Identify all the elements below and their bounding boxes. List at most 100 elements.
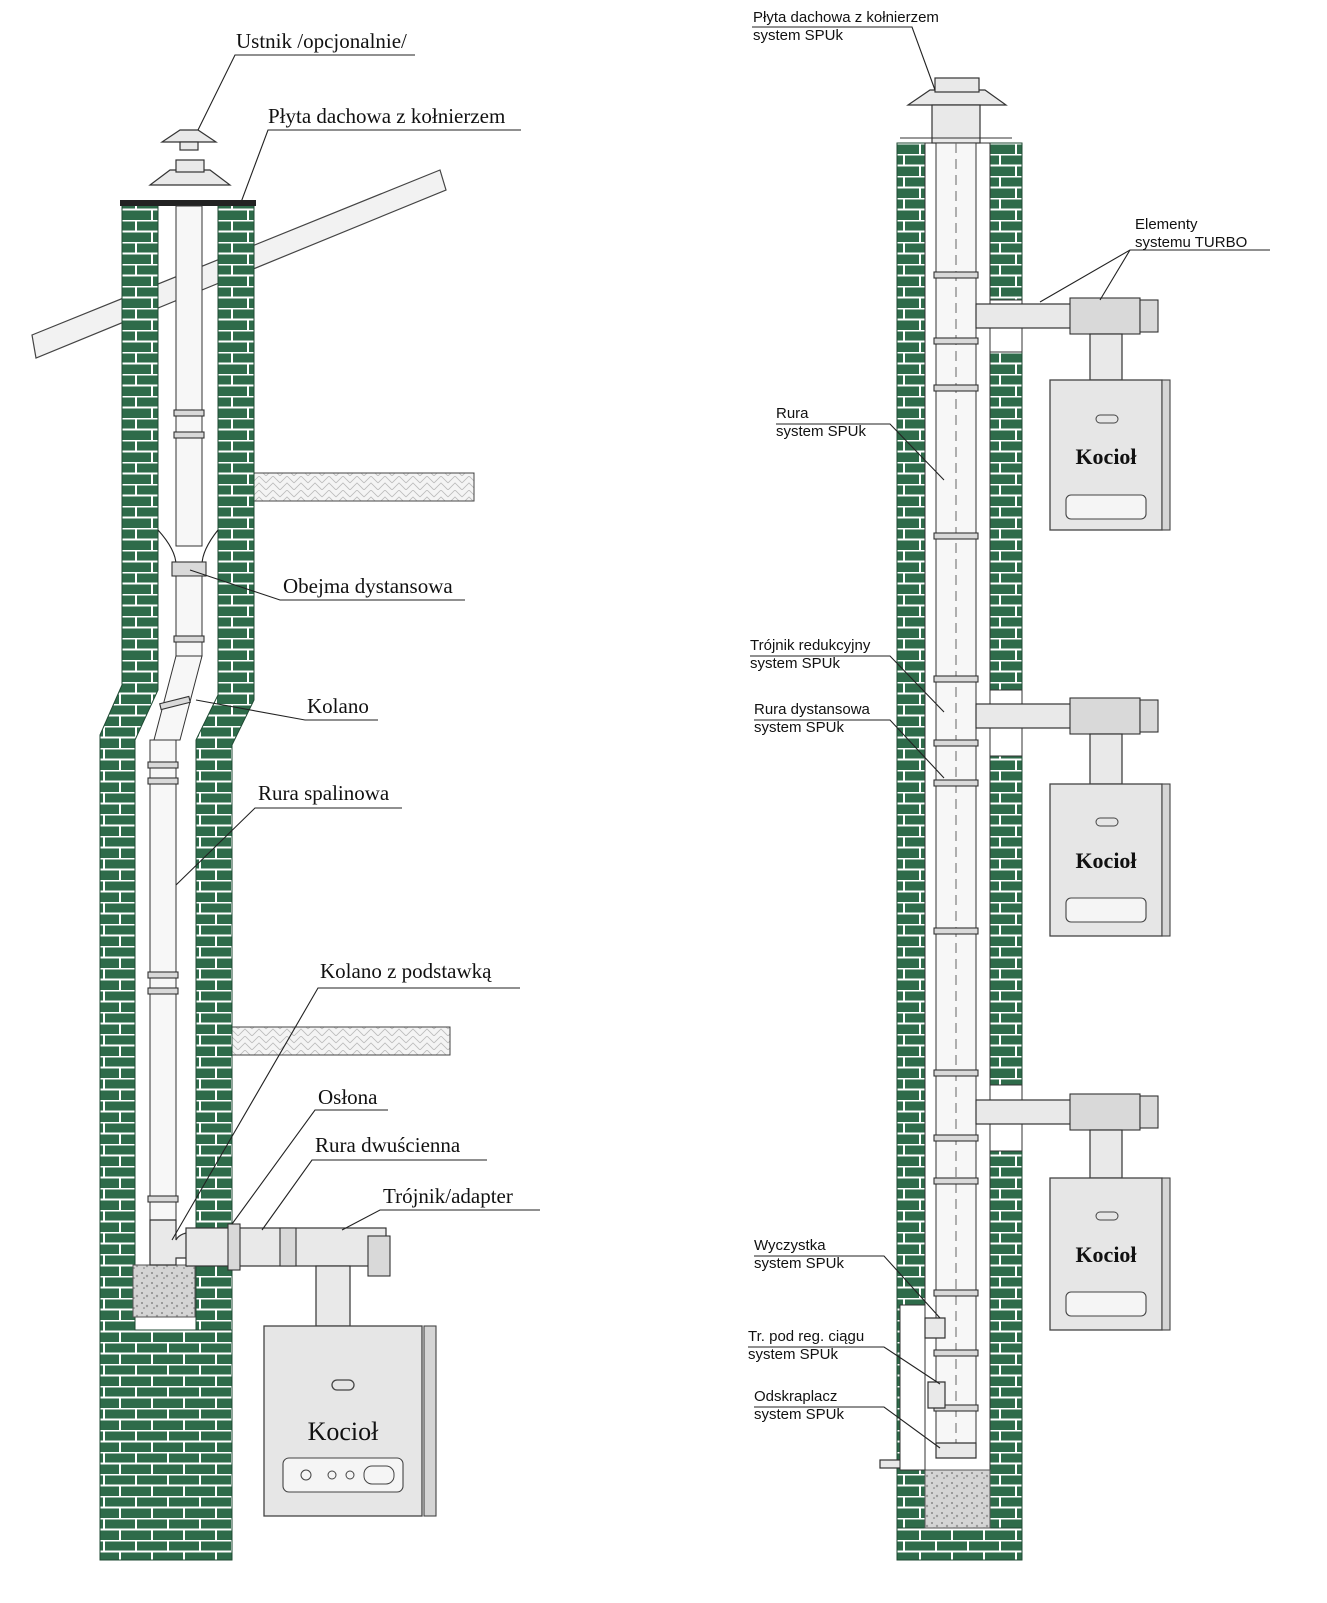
boiler-label: Kocioł — [1075, 444, 1136, 469]
leader-rura-dyst — [754, 719, 945, 779]
leader-tr-reg — [748, 1346, 941, 1385]
leader-kolano-podstawka — [171, 987, 520, 1241]
boiler-indicator — [1095, 817, 1119, 827]
label-tr-reg-1: Tr. pod reg. ciągu — [748, 1328, 864, 1345]
label-obejma: Obejma dystansowa — [283, 574, 453, 598]
draft-regulator-tee — [927, 1381, 946, 1409]
floor-beam-upper — [251, 472, 475, 502]
pipe-joint — [147, 1195, 179, 1203]
turbo-unit-1: Kocioł — [975, 297, 1171, 531]
right-pipe-joint — [933, 337, 979, 345]
leader-wyczystka — [754, 1255, 941, 1319]
right-chimney-right-wall — [989, 142, 1023, 1561]
leader-trojnik-red — [750, 655, 945, 713]
label-rura-spalinowa: Rura spalinowa — [258, 781, 390, 805]
boiler-indicator — [331, 1379, 355, 1391]
leader-plyta — [239, 129, 521, 206]
leader-right-plyta — [752, 26, 936, 91]
turbo-tee — [1069, 1093, 1141, 1131]
pipe-joint — [173, 635, 205, 643]
right-pipe-joint — [933, 739, 979, 747]
right-pipe-joint — [933, 271, 979, 279]
label-turbo-1: Elementy — [1135, 216, 1198, 233]
right-pipe-joint — [933, 1177, 979, 1185]
turbo-unit-3: Kocioł — [975, 1093, 1171, 1331]
label-wyczystka-2: system SPUk — [754, 1255, 845, 1272]
pipe-joint — [147, 987, 179, 995]
label-tr-reg-2: system SPUk — [748, 1346, 839, 1363]
leader-oslona — [231, 1109, 388, 1225]
turbo-end — [1139, 699, 1159, 733]
label-odskraplacz-2: system SPUk — [754, 1406, 845, 1423]
label-wyczystka-1: Wyczystka — [754, 1237, 826, 1254]
pipe-joint — [147, 761, 179, 769]
label-kolano: Kolano — [307, 694, 369, 718]
label-ustnik: Ustnik /opcjonalnie/ — [236, 29, 407, 53]
roof-plate-flashing — [148, 169, 232, 186]
chimney-base — [132, 1264, 196, 1318]
elbow-joint — [159, 695, 191, 711]
right-pipe-joint — [933, 1134, 979, 1142]
turbo-unit-2: Kocioł — [975, 697, 1171, 937]
boiler-control-panel — [1065, 897, 1147, 923]
boiler-button — [345, 1470, 355, 1480]
boiler-indicator — [1095, 1211, 1119, 1221]
leader-ustnik — [197, 54, 415, 131]
boiler-side — [1161, 1177, 1171, 1331]
label-rura-dwuscienna: Rura dwuścienna — [315, 1133, 461, 1157]
boiler-side — [1161, 379, 1171, 531]
right-pipe-joint — [933, 1069, 979, 1077]
leader-odskraplacz — [754, 1406, 941, 1449]
pipe-joint — [147, 971, 179, 979]
floor-beam-lower — [229, 1026, 451, 1056]
leader-rura — [776, 423, 945, 481]
label-rura-dyst-1: Rura dystansowa — [754, 701, 871, 718]
boiler-label: Kocioł — [1075, 1242, 1136, 1267]
right-pipe-joint — [933, 1349, 979, 1357]
turbo-down-pipe — [1089, 333, 1123, 381]
leader-turbo-a — [1039, 249, 1270, 303]
cowl-cap — [160, 129, 218, 143]
boiler-side — [423, 1325, 437, 1517]
right-chimney-base — [896, 1527, 1023, 1561]
leader-obejma — [189, 569, 465, 601]
boiler-button — [300, 1469, 312, 1481]
pipe-joint — [173, 431, 205, 439]
cowl-neck — [179, 141, 199, 151]
turbo-end — [1139, 1095, 1159, 1129]
terminal-collar — [175, 159, 205, 173]
pipe-joint — [147, 777, 179, 785]
flue-pipe-upper — [175, 205, 203, 547]
flue-pipe-mid — [175, 575, 203, 657]
boiler-indicator — [1095, 414, 1119, 424]
right-pipe-joint — [933, 384, 979, 392]
elbow-pipe — [153, 655, 203, 741]
label-right-plyta-1: Płyta dachowa z kołnierzem — [753, 9, 939, 26]
condensate-base — [924, 1469, 991, 1529]
label-trojnik-red-2: system SPUk — [750, 655, 841, 672]
leader-rura-spalinowa — [175, 807, 402, 886]
label-turbo-2: systemu TURBO — [1135, 234, 1247, 251]
label-trojnik-red-1: Trójnik redukcyjny — [750, 637, 871, 654]
boiler-control-panel — [1065, 494, 1147, 520]
leader-kolano — [195, 699, 378, 721]
pipe-joint — [173, 409, 205, 417]
label-trojnik: Trójnik/adapter — [383, 1184, 513, 1208]
left-diagram: Kocioł Ustnik /opcjonalnie/ Płyta dachow… — [31, 29, 540, 1561]
right-pipe-joint — [933, 927, 979, 935]
leader-rura-dwuscienna — [261, 1159, 487, 1231]
right-terminal — [934, 77, 980, 93]
label-plyta: Płyta dachowa z kołnierzem — [268, 104, 505, 128]
boiler-display — [363, 1465, 395, 1485]
cleanout-door-frame — [899, 1304, 926, 1471]
right-diagram: Kocioł Kocioł Kocioł Płyta da — [748, 9, 1270, 1561]
turbo-tee — [1069, 697, 1141, 735]
pipe-joint — [279, 1227, 297, 1267]
roof-plate — [120, 200, 256, 206]
right-pipe-joint — [933, 675, 979, 683]
leader-turbo-b — [1099, 249, 1131, 301]
tee-down-pipe — [315, 1265, 351, 1327]
label-rura-dyst-2: system SPUk — [754, 719, 845, 736]
condensate-trap — [935, 1442, 977, 1459]
